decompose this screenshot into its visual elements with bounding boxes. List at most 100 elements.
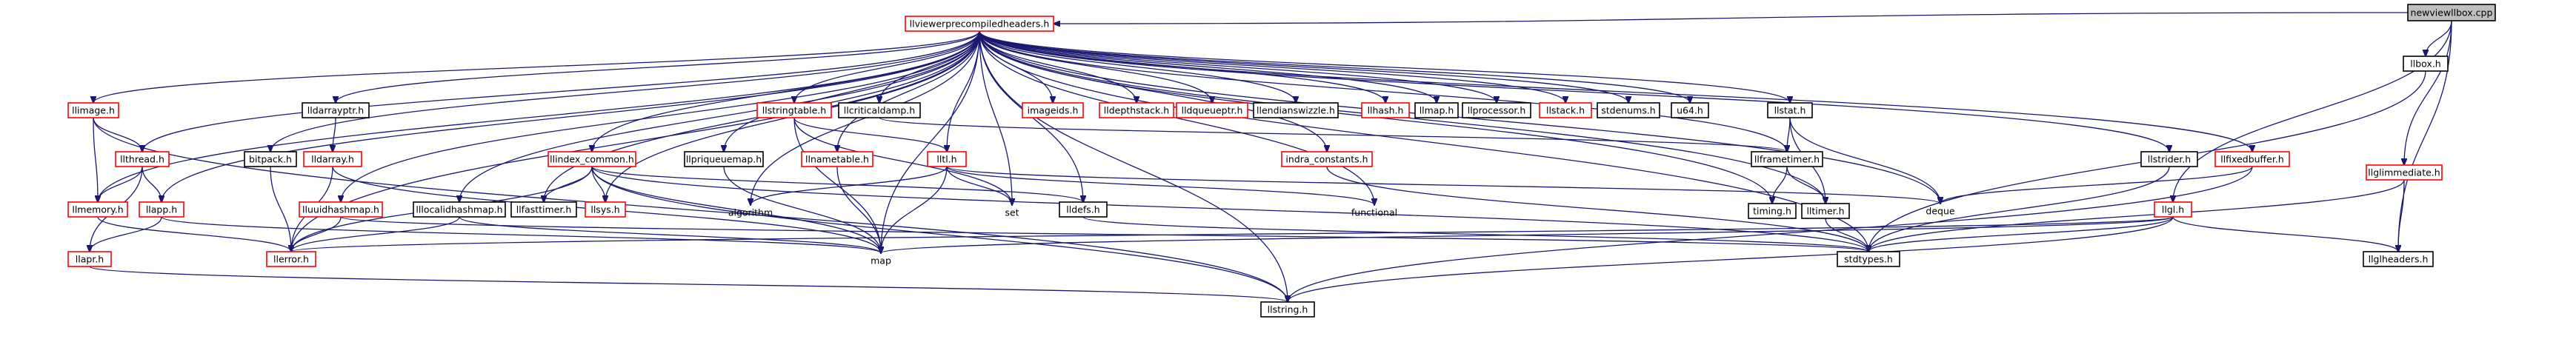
node-label-lltl-h: lltl.h bbox=[936, 154, 956, 165]
node-imageids-h[interactable]: imageids.h bbox=[1022, 102, 1084, 118]
node-lldefs-h[interactable]: lldefs.h bbox=[1059, 201, 1108, 218]
edge-llnametable-h-to-map bbox=[836, 166, 881, 253]
node-label-llcriticaldamp-h: llcriticaldamp.h bbox=[844, 105, 915, 116]
node-llnametable-h[interactable]: llnametable.h bbox=[801, 151, 873, 167]
node-llstringtable-h[interactable]: llstringtable.h bbox=[756, 102, 832, 118]
edge-llviewerprecompiledheaders-h-to-lluuidhashmap-h bbox=[341, 30, 980, 202]
node-label-lldarray-h: lldarray.h bbox=[311, 154, 354, 165]
edge-llfixedbuffer-h-to-deque bbox=[1940, 166, 2253, 204]
node-llindex-common-h[interactable]: llindex_common.h bbox=[548, 151, 636, 167]
edge-llindex-common-h-to-lldefs-h bbox=[591, 166, 1083, 202]
node-llfasttimer-h[interactable]: llfasttimer.h bbox=[510, 201, 577, 218]
edge-lltl-h-to-map bbox=[881, 166, 948, 253]
node-llglheaders-h[interactable]: llglheaders.h bbox=[2363, 251, 2434, 267]
node-box-u64-h bbox=[1671, 102, 1709, 118]
node-llhash-h[interactable]: llhash.h bbox=[1361, 102, 1410, 118]
node-box-llapp-h bbox=[139, 201, 184, 218]
node-label-llgl-h: llgl.h bbox=[2162, 204, 2184, 215]
node-lldqueueptr-h[interactable]: lldqueueptr.h bbox=[1176, 102, 1248, 118]
edge-llindex-common-h-to-llsys-h bbox=[591, 166, 605, 202]
node-label-llimage-h: llimage.h bbox=[72, 105, 115, 116]
edge-llviewerprecompiledheaders-h-to-llindex-common-h bbox=[592, 30, 980, 152]
node-box-llstrider-h bbox=[2140, 151, 2198, 167]
node-llthread-h[interactable]: llthread.h bbox=[115, 151, 170, 167]
node-llgl-h[interactable]: llgl.h bbox=[2154, 201, 2192, 218]
edge-llgl-h-to-llerror-h bbox=[291, 216, 2174, 252]
node-box-llthread-h bbox=[115, 151, 170, 167]
edge-llmemory-h-to-llerror-h bbox=[97, 216, 291, 252]
node-label-bitpack-h: bitpack.h bbox=[249, 154, 292, 165]
node-box-llstring-h bbox=[1260, 301, 1315, 318]
node-llendianswizzle-h[interactable]: llendianswizzle.h bbox=[1253, 102, 1339, 118]
node-indra-constants-h[interactable]: indra_constants.h bbox=[1281, 151, 1373, 167]
node-label-lldepthstack-h: lldepthstack.h bbox=[1104, 105, 1169, 116]
node-llimage-h[interactable]: llimage.h bbox=[67, 102, 119, 118]
edge-llthread-h-to-llapp-h bbox=[142, 166, 162, 202]
node-llapp-h[interactable]: llapp.h bbox=[139, 201, 184, 218]
node-llerror-h[interactable]: llerror.h bbox=[266, 251, 316, 267]
node-llviewerprecompiledheaders-h[interactable]: llviewerprecompiledheaders.h bbox=[905, 16, 1054, 32]
node-llapr-h[interactable]: llapr.h bbox=[67, 251, 112, 267]
edge-llgl-h-to-map bbox=[881, 216, 2174, 253]
node-llstring-h[interactable]: llstring.h bbox=[1260, 301, 1315, 318]
node-box-llapr-h bbox=[67, 251, 112, 267]
edge-llviewerprecompiledheaders-h-to-llendianswizzle-h bbox=[979, 30, 1296, 103]
node-box-llstat-h bbox=[1767, 102, 1813, 118]
node-box-stdenums-h bbox=[1597, 102, 1660, 118]
node-lldepthstack-h[interactable]: lldepthstack.h bbox=[1099, 102, 1174, 118]
node-llfixedbuffer-h[interactable]: llfixedbuffer.h bbox=[2214, 151, 2290, 167]
node-llframetimer-h[interactable]: llframetimer.h bbox=[1751, 151, 1823, 167]
node-llstack-h[interactable]: llstack.h bbox=[1539, 102, 1592, 118]
node-llmemory-h[interactable]: llmemory.h bbox=[67, 201, 128, 218]
node-llcriticaldamp-h[interactable]: llcriticaldamp.h bbox=[838, 102, 921, 118]
node-label-indra-constants-h: indra_constants.h bbox=[1285, 154, 1368, 165]
node-llglimmediate-h[interactable]: llglimmediate.h bbox=[2366, 164, 2443, 181]
edge-llapp-h-to-llapr-h bbox=[90, 216, 162, 252]
edge-llstrider-h-to-stdtypes-h bbox=[1868, 166, 2170, 252]
node-box-llmemory-h bbox=[67, 201, 128, 218]
edge-llviewerprecompiledheaders-h-to-deque bbox=[979, 30, 1940, 204]
node-box-llsys-h bbox=[585, 201, 626, 218]
node-label-lldqueueptr-h: lldqueueptr.h bbox=[1182, 105, 1243, 116]
node-label-llglheaders-h: llglheaders.h bbox=[2369, 254, 2429, 265]
edge-llimage-h-to-llmemory-h bbox=[93, 117, 98, 202]
node-label-llstring-h: llstring.h bbox=[1268, 304, 1308, 315]
edge-llviewerprecompiledheaders-h-to-llprocessor-h bbox=[979, 30, 1497, 103]
edge-llthread-h-to-llmemory-h bbox=[98, 166, 143, 202]
node-llbox-h[interactable]: llbox.h bbox=[2403, 56, 2449, 72]
node-lltl-h[interactable]: lltl.h bbox=[927, 151, 967, 167]
node-label-imageids-h: imageids.h bbox=[1028, 105, 1079, 116]
node-bitpack-h[interactable]: bitpack.h bbox=[244, 151, 297, 167]
node-deque: deque bbox=[1926, 206, 1954, 217]
node-llpriqueuemap-h[interactable]: llpriqueuemap.h bbox=[684, 151, 764, 167]
node-lltimer-h[interactable]: lltimer.h bbox=[1801, 203, 1850, 219]
node-box-lldarrayptr-h bbox=[302, 102, 370, 118]
node-timing-h[interactable]: timing.h bbox=[1748, 203, 1797, 219]
node-map: map bbox=[871, 255, 891, 266]
node-stdenums-h[interactable]: stdenums.h bbox=[1597, 102, 1660, 118]
edge-llindex-common-h-to-llstring-h bbox=[591, 166, 1288, 302]
node-u64-h[interactable]: u64.h bbox=[1671, 102, 1709, 118]
edge-llviewerprecompiledheaders-h-to-map bbox=[881, 30, 980, 253]
node-box-llcriticaldamp-h bbox=[838, 102, 921, 118]
node-lluuidhashmap-h[interactable]: lluuidhashmap.h bbox=[299, 201, 383, 218]
node-lldarrayptr-h[interactable]: lldarrayptr.h bbox=[302, 102, 370, 118]
node-box-llglheaders-h bbox=[2363, 251, 2434, 267]
node-stdtypes-h[interactable]: stdtypes.h bbox=[1837, 251, 1900, 267]
node-label-deque: deque bbox=[1926, 206, 1954, 217]
node-llstat-h[interactable]: llstat.h bbox=[1767, 102, 1813, 118]
node-box-indra-constants-h bbox=[1281, 151, 1373, 167]
node-label-llviewerprecompiledheaders-h: llviewerprecompiledheaders.h bbox=[910, 19, 1050, 30]
node-llmap-h[interactable]: llmap.h bbox=[1414, 102, 1459, 118]
edge-lluuidhashmap-h-to-stdtypes-h bbox=[340, 216, 1868, 252]
edge-llviewerprecompiledheaders-h-to-u64-h bbox=[979, 30, 1690, 103]
node-functional: functional bbox=[1351, 207, 1397, 218]
node-llprocessor-h[interactable]: llprocessor.h bbox=[1462, 102, 1531, 118]
node-lldarray-h[interactable]: lldarray.h bbox=[303, 151, 362, 167]
node-box-llendianswizzle-h bbox=[1253, 102, 1339, 118]
node-llsys-h[interactable]: llsys.h bbox=[585, 201, 626, 218]
node-lllocalidhashmap-h[interactable]: lllocalidhashmap.h bbox=[413, 201, 506, 218]
node-newviewllbox-cpp: newviewllbox.cpp bbox=[2407, 4, 2496, 21]
node-box-llfixedbuffer-h bbox=[2214, 151, 2290, 167]
node-llstrider-h[interactable]: llstrider.h bbox=[2140, 151, 2198, 167]
